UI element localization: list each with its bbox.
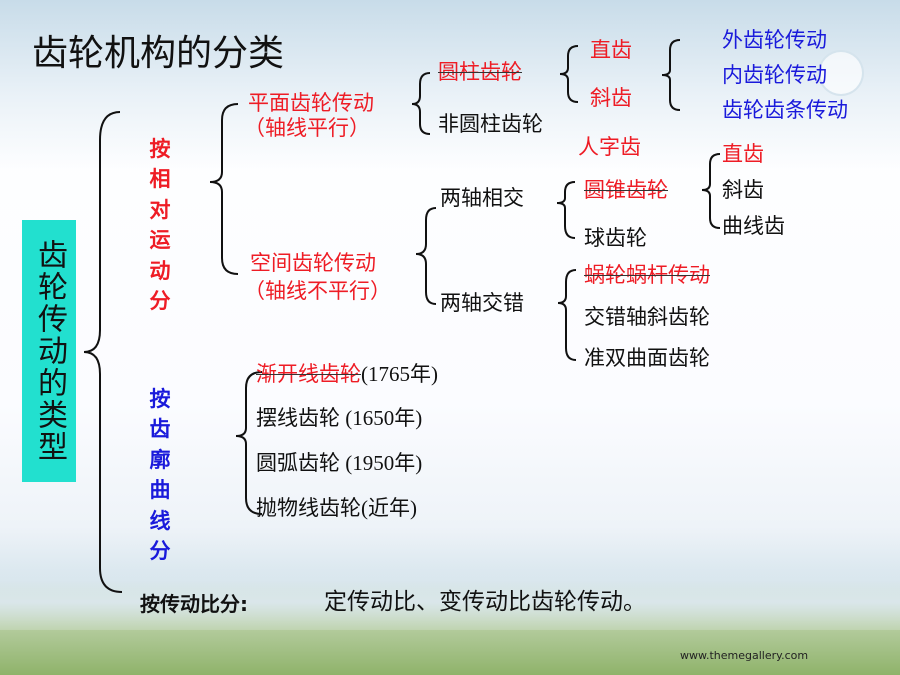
straight-tooth-label: 直齿 — [590, 38, 632, 62]
worm-gear-label: 蜗轮蜗杆传动 — [584, 263, 710, 287]
main-category-label: 齿轮传动的类型 — [32, 239, 67, 463]
involute-gear-year: (1765年) — [361, 362, 438, 386]
bevel-straight-label: 直齿 — [722, 142, 764, 166]
bevel-curved-label: 曲线齿 — [722, 214, 785, 238]
page-title: 齿轮机构的分类 — [32, 33, 285, 74]
intersecting-axes-label: 两轴相交 — [440, 186, 524, 210]
cycloid-gear-year: (1650年) — [340, 406, 423, 430]
by-ratio-text: 定传动比、变传动比齿轮传动。 — [324, 589, 646, 615]
main-category-box: 齿轮传动的类型 — [22, 220, 76, 482]
internal-gear-label: 内齿轮传动 — [722, 63, 827, 87]
parabolic-gear-row: 抛物线齿轮(近年) — [256, 498, 417, 519]
arc-gear-name: 圆弧齿轮 — [256, 451, 340, 475]
logo-icon — [818, 50, 864, 96]
involute-gear-name: 渐开线齿轮 — [256, 362, 361, 386]
parabolic-gear-name: 抛物线齿轮 — [256, 496, 361, 520]
helical-tooth-label: 斜齿 — [590, 86, 632, 110]
herringbone-label: 人字齿 — [578, 135, 641, 159]
bevel-helical-label: 斜齿 — [722, 178, 764, 202]
by-motion-label: 按相对运动分 — [149, 137, 179, 314]
cycloid-gear-row: 摆线齿轮 (1650年) — [256, 408, 422, 429]
background-horizon — [0, 560, 900, 630]
external-gear-label: 外齿轮传动 — [722, 28, 827, 52]
footer-url: www.themegallery.com — [680, 649, 809, 662]
cycloid-gear-name: 摆线齿轮 — [256, 406, 340, 430]
hypoid-gear-label: 准双曲面齿轮 — [584, 346, 710, 370]
planar-gear-note: （轴线平行） — [244, 116, 370, 140]
background-sky — [0, 0, 900, 170]
bevel-gear-label: 圆锥齿轮 — [584, 178, 668, 202]
parabolic-gear-year: (近年) — [361, 496, 417, 520]
spherical-gear-label: 球齿轮 — [584, 226, 647, 250]
spatial-gear-label: 空间齿轮传动 — [250, 251, 376, 275]
spatial-gear-note: （轴线不平行） — [244, 279, 391, 303]
rack-gear-label: 齿轮齿条传动 — [722, 98, 848, 122]
by-ratio-label: 按传动比分: — [140, 592, 248, 616]
planar-gear-label: 平面齿轮传动 — [248, 91, 374, 115]
arc-gear-row: 圆弧齿轮 (1950年) — [256, 453, 422, 474]
cylindrical-gear-label: 圆柱齿轮 — [438, 60, 522, 84]
arc-gear-year: (1950年) — [340, 451, 423, 475]
crossed-helical-label: 交错轴斜齿轮 — [584, 305, 710, 329]
noncylindrical-gear-label: 非圆柱齿轮 — [438, 112, 543, 136]
involute-gear-row: 渐开线齿轮(1765年) — [256, 364, 438, 385]
crossed-axes-label: 两轴交错 — [440, 291, 524, 315]
by-profile-label: 按齿廓曲线分 — [149, 387, 179, 564]
